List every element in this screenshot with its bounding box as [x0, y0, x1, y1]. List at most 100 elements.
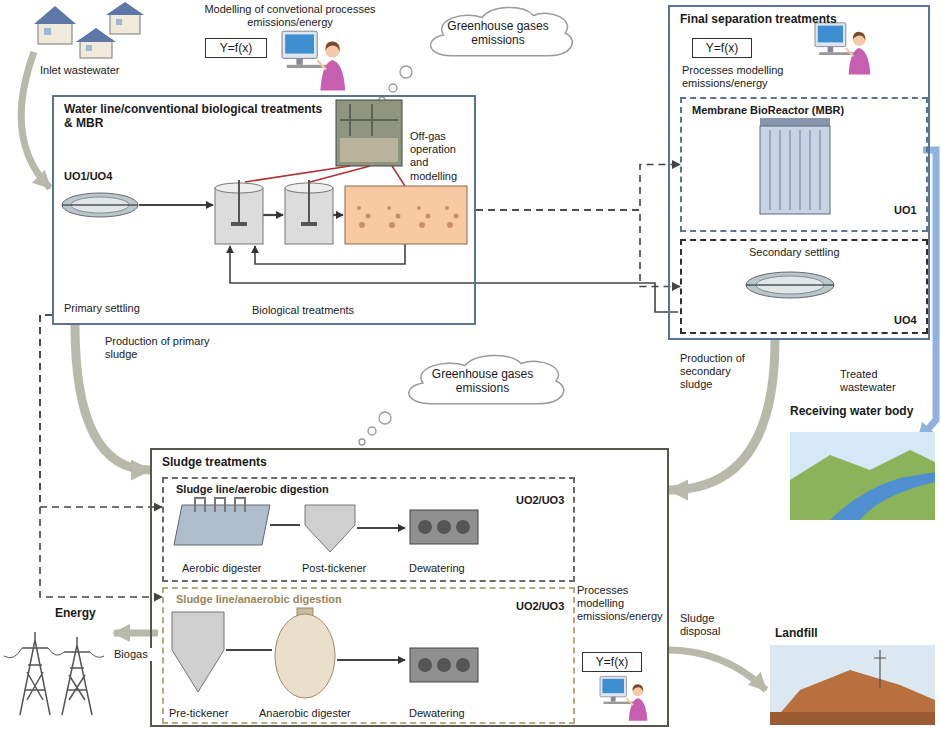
houses — [44, 28, 51, 35]
box-heading: Secondary settling — [749, 246, 879, 259]
houses — [34, 6, 76, 24]
disposal-arrow — [667, 650, 766, 690]
modeller-icon — [285, 34, 314, 53]
houses — [80, 40, 112, 58]
aeration-basin — [345, 186, 467, 244]
houses — [76, 28, 116, 42]
aeration-basin — [447, 222, 453, 228]
houses — [34, 2, 144, 58]
landfill-picture — [770, 712, 935, 725]
box-heading: Sludge treatments — [162, 455, 362, 469]
annotation-label: Modelling of convetional processes emiss… — [180, 3, 400, 29]
process-panel: Final separation treatmentsProcesses mod… — [668, 5, 930, 340]
aeration-basin — [417, 206, 421, 210]
mbr-unit — [770, 130, 820, 210]
houses — [86, 45, 92, 51]
modeller-icon — [600, 676, 626, 696]
formula-box: Y=f(x) — [205, 38, 267, 58]
annotation-label: Production of secondary sludge — [680, 352, 760, 392]
process-flow — [263, 214, 283, 216]
process-flow — [333, 214, 343, 216]
bio-tanks — [308, 180, 310, 224]
aerobic-line-art — [410, 510, 478, 544]
cloud-shape — [409, 356, 564, 404]
aeration-basin — [396, 214, 401, 219]
box-label: Greenhouse gases emissions — [423, 367, 543, 396]
aerobic-line-art — [174, 505, 270, 545]
bio-tanks — [238, 180, 240, 224]
landfill-picture — [770, 670, 935, 725]
box-heading: Sludge line/aerobic digestion — [176, 483, 426, 496]
process-flow — [255, 244, 405, 264]
modeller-icon — [282, 31, 317, 58]
anaerobic-line-art — [410, 648, 478, 682]
aeration-basin — [345, 186, 467, 244]
aerobic-line-art — [195, 498, 245, 512]
box-label: UO1/UO4 — [64, 170, 144, 183]
box-label: Dewatering — [409, 562, 489, 575]
power-pylons — [62, 637, 92, 715]
annotation-label: Treated wastewater — [840, 368, 920, 394]
mbr-unit — [760, 118, 830, 126]
modeller-icon — [632, 684, 643, 692]
box-label: Biological treatments — [252, 304, 402, 317]
secondary-clarifier — [746, 272, 834, 298]
primary-clarifier — [62, 193, 138, 217]
emission-cloud: Greenhouse gases emissions — [418, 2, 578, 64]
aerobic-line-art — [305, 505, 355, 552]
modeller-icon — [296, 58, 302, 64]
box-label: UO1 — [894, 204, 924, 217]
box-label: Aerobic digester — [182, 562, 282, 575]
aerobic-line-art — [174, 498, 478, 552]
box-heading: Final separation treatments — [680, 12, 900, 26]
annotation-label: Energy — [55, 606, 115, 620]
box-heading: Water line/conventional biological treat… — [64, 102, 326, 131]
thought-bubbles — [389, 84, 397, 92]
anaerobic-line-art — [172, 608, 478, 698]
off-gas-photo — [340, 104, 398, 136]
box-label: UO2/UO3 — [516, 600, 571, 613]
box-label: Y=f(x) — [596, 655, 628, 669]
box-label: Anaerobic digester — [259, 707, 369, 720]
annotation-label: Production of primary sludge — [105, 335, 235, 361]
anaerobic-line-art — [418, 658, 432, 672]
aeration-basin — [357, 206, 459, 228]
power-pylons — [4, 632, 104, 715]
annotation-label: Receiving water body — [790, 404, 932, 418]
anaerobic-line-art — [275, 614, 335, 698]
process-panel: Water line/conventional biological treat… — [52, 95, 476, 325]
annotation-label: Sludge disposal — [680, 612, 740, 638]
modeller-icon — [853, 32, 866, 41]
box-label: Post-tickener — [302, 562, 382, 575]
secondary-clarifier — [746, 272, 834, 298]
box-label: UO2/UO3 — [516, 494, 571, 507]
mbr-unit — [760, 126, 830, 214]
sludge-line-box: Sludge line/anaerobic digestionUO2/UO3Pr… — [162, 587, 575, 724]
aeration-basin — [389, 222, 395, 228]
primary-clarifier — [62, 204, 138, 206]
river-picture — [790, 450, 935, 520]
houses — [116, 19, 122, 25]
dashed-connector — [40, 315, 162, 597]
process-panel: Sludge treatmentsProcesses modelling emi… — [150, 448, 669, 727]
modeller-icon — [849, 48, 871, 75]
modeller-icon — [611, 697, 616, 702]
emission-cloud: Greenhouse gases emissions — [395, 350, 570, 412]
box-label: Off-gas operation and modelling — [410, 130, 472, 183]
annotation-label: Inlet wastewater — [40, 64, 135, 77]
box-heading: Membrane BioReactor (MBR) — [692, 104, 892, 117]
modeller-icon — [325, 42, 339, 52]
modeller-icon — [629, 698, 648, 721]
anaerobic-line-art — [456, 658, 470, 672]
modeller-icon — [282, 31, 345, 90]
aeration-basin — [445, 206, 449, 210]
aerobic-line-art — [437, 520, 451, 534]
unit-box: Membrane BioReactor (MBR) UO1 — [680, 97, 928, 232]
box-label: Processes modelling emissions/energy — [577, 584, 665, 624]
box-label: Pre-tickener — [169, 707, 249, 720]
aeration-basin — [454, 214, 459, 219]
power-pylons — [4, 648, 104, 658]
box-label: Y=f(x) — [220, 41, 252, 55]
bio-tanks — [301, 222, 317, 226]
box-label: Processes modelling emissions/energy — [682, 64, 807, 90]
